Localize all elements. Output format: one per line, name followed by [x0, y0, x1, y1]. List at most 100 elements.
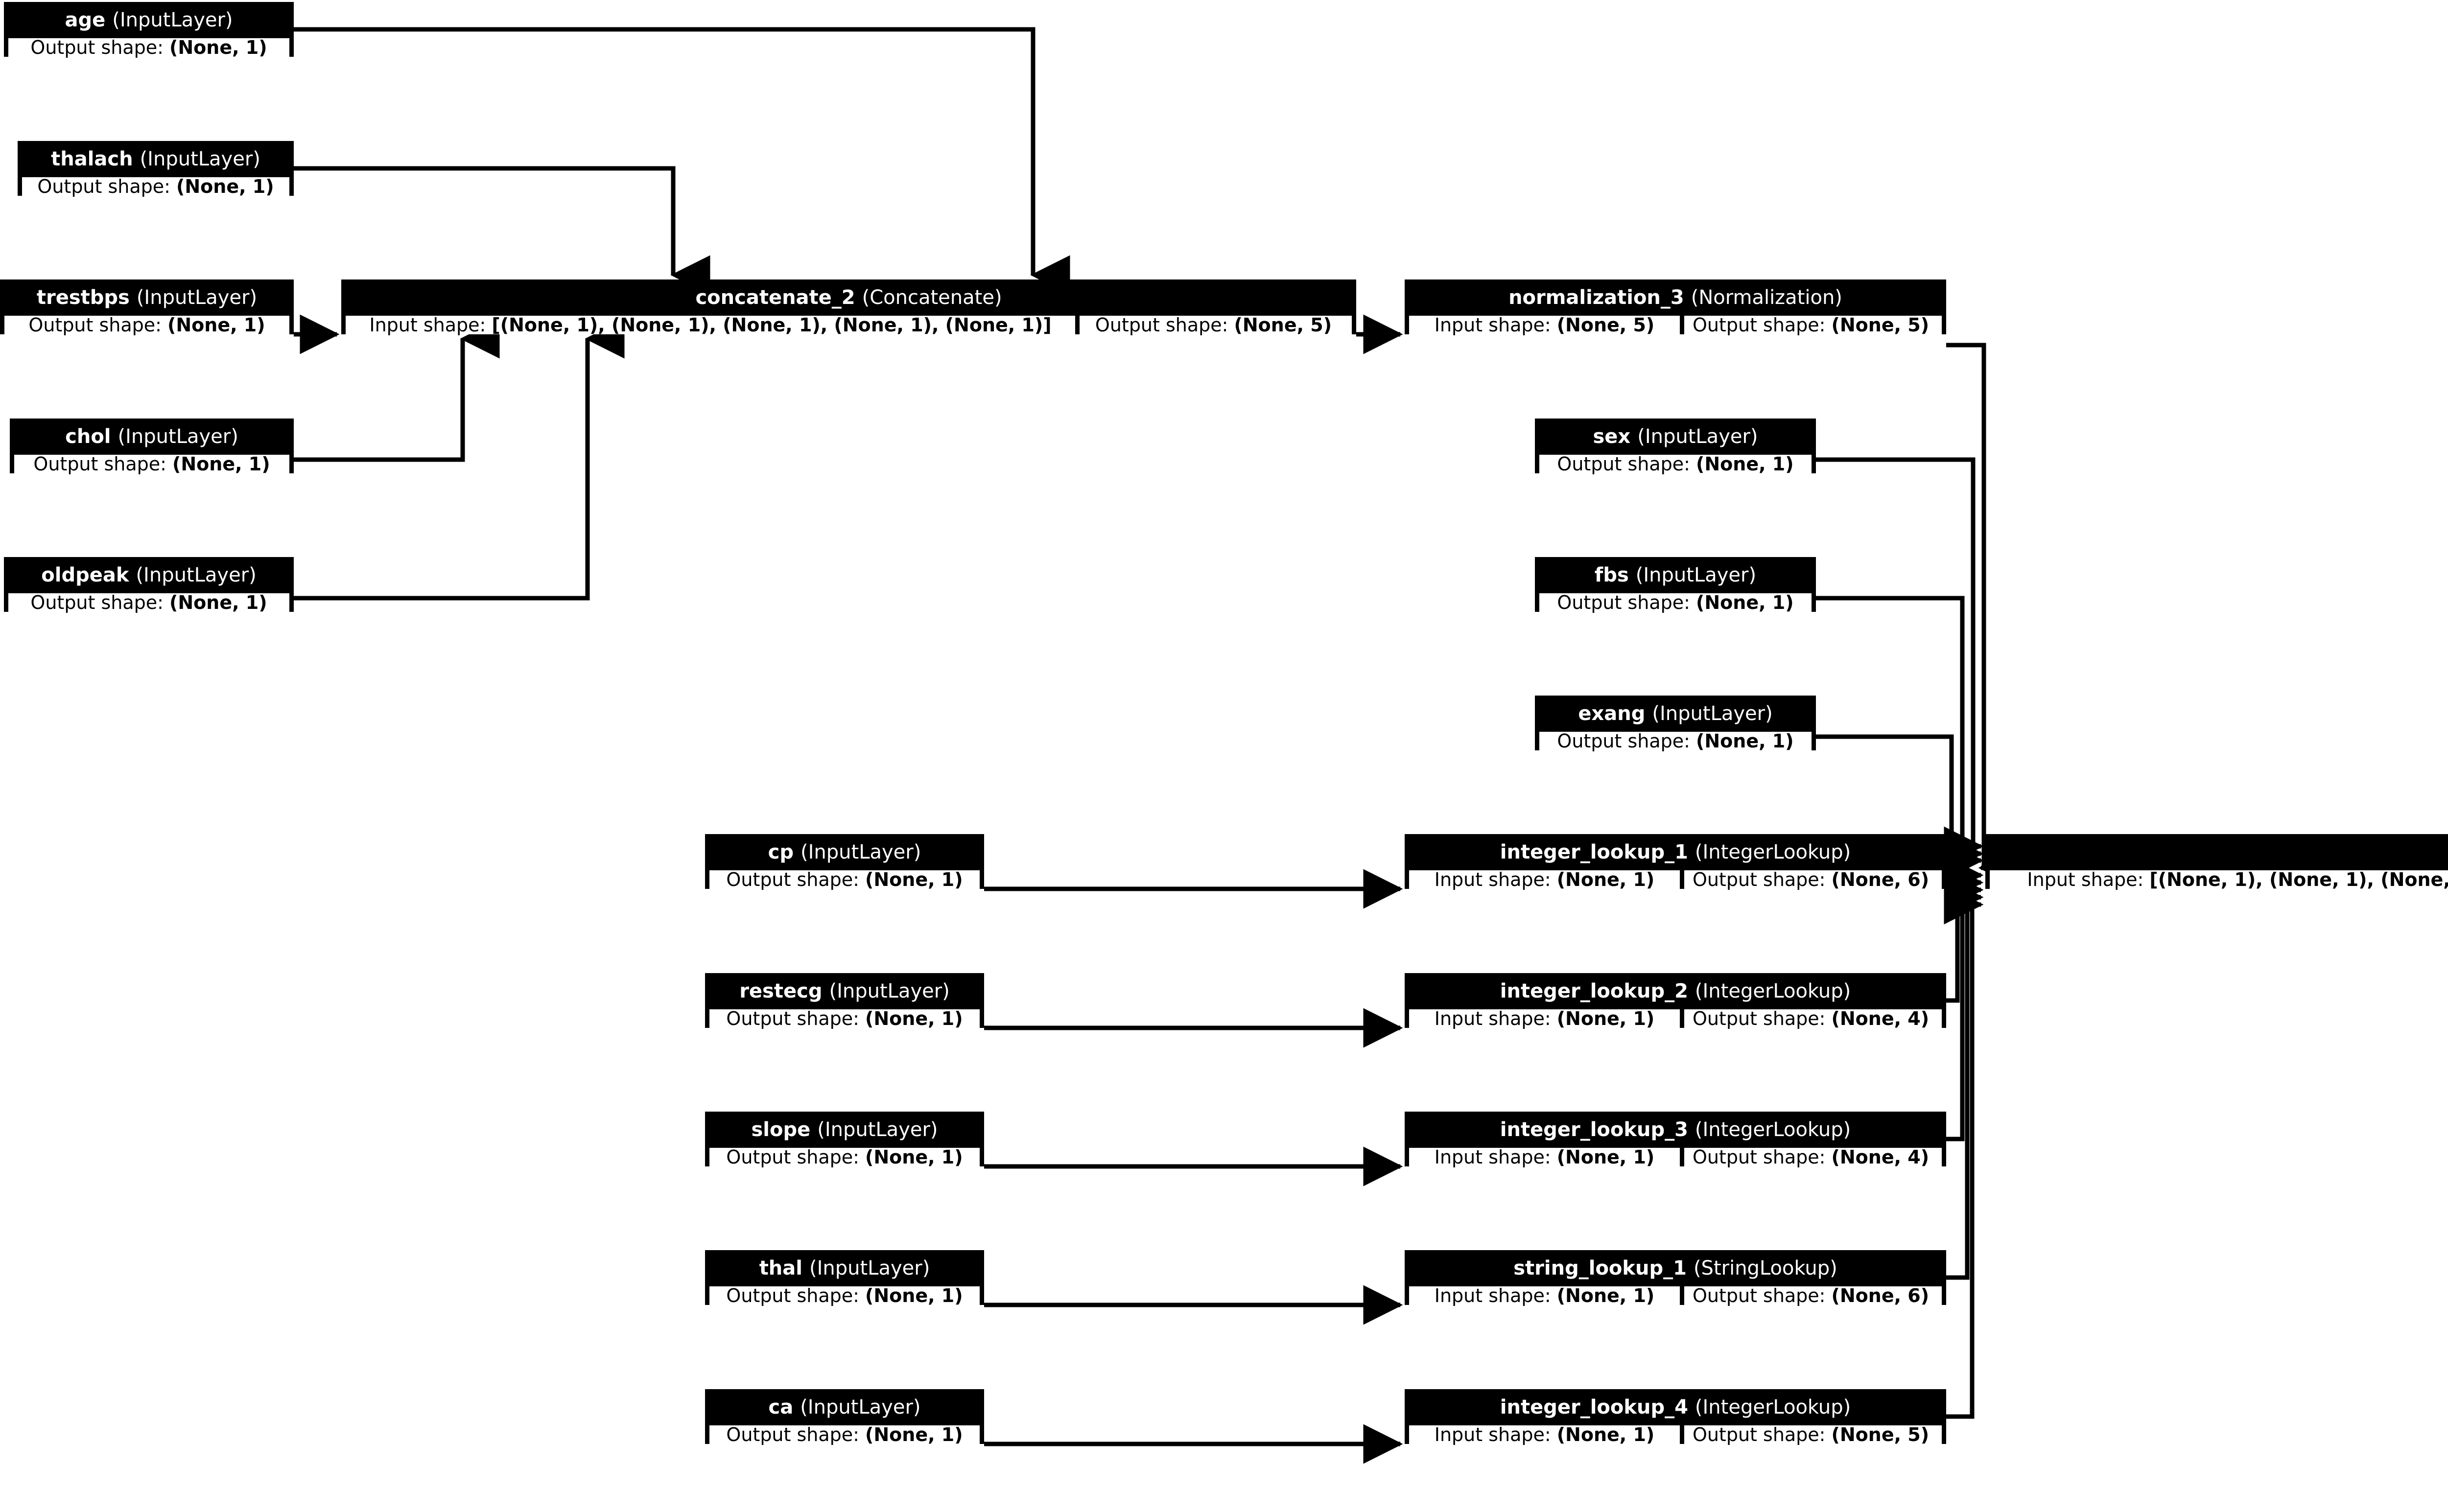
layer-node-ca[interactable]: ca(InputLayer)Output shape:(None, 1): [705, 1389, 984, 1444]
layer-node-restecg[interactable]: restecg(InputLayer)Output shape:(None, 1…: [705, 973, 984, 1028]
layer-shapes-restecg: Output shape:(None, 1): [709, 1005, 980, 1028]
layer-node-oldpeak[interactable]: oldpeak(InputLayer)Output shape:(None, 1…: [4, 557, 294, 612]
edge-age-to-concatenate-2: [294, 27, 1070, 295]
layer-shapes-ca: Output shape:(None, 1): [709, 1421, 980, 1444]
layer-name-integer_lookup_1: integer_lookup_1: [1500, 841, 1688, 863]
layer-name-exang: exang: [1578, 702, 1646, 725]
layer-type-integer_lookup_1: (IntegerLookup): [1695, 841, 1851, 863]
edge-sex-to-concatenate-3: [1816, 457, 1984, 866]
layer-shapes-concatenate_3: Input shape:[(None, 1), (None, 1), (None…: [1990, 866, 2448, 889]
output-shape-cell-integer_lookup_1: Output shape:(None, 6): [1680, 870, 1937, 889]
layer-node-normalization_3[interactable]: normalization_3(Normalization)Input shap…: [1405, 279, 1946, 334]
output-shape-cell-trestbps: Output shape:(None, 1): [4, 316, 289, 334]
output-shape-cell-concatenate_2: Output shape:(None, 5): [1075, 316, 1347, 334]
layer-node-concatenate_2[interactable]: concatenate_2(Concatenate)Input shape:[(…: [341, 279, 1356, 334]
layer-header-string_lookup_1: string_lookup_1(StringLookup): [1409, 1255, 1942, 1282]
layer-name-thal: thal: [759, 1257, 802, 1279]
layer-type-concatenate_2: (Concatenate): [862, 286, 1002, 309]
layer-type-ca: (InputLayer): [800, 1396, 921, 1419]
output-shape-label-integer_lookup_4: Output shape:: [1692, 1424, 1826, 1445]
output-shape-value-chol: (None, 1): [172, 453, 270, 475]
layer-node-thalach[interactable]: thalach(InputLayer)Output shape:(None, 1…: [18, 141, 294, 196]
layer-node-trestbps[interactable]: trestbps(InputLayer)Output shape:(None, …: [0, 279, 294, 334]
layer-header-slope: slope (InputLayer): [709, 1116, 980, 1143]
output-shape-cell-age: Output shape:(None, 1): [8, 38, 289, 57]
layer-header-restecg: restecg(InputLayer): [709, 977, 980, 1005]
layer-name-integer_lookup_2: integer_lookup_2: [1500, 980, 1688, 1002]
layer-header-cp: cp(InputLayer): [709, 838, 980, 866]
layer-node-string_lookup_1[interactable]: string_lookup_1(StringLookup)Input shape…: [1405, 1250, 1946, 1305]
input-shape-cell-integer_lookup_4: Input shape:(None, 1): [1409, 1425, 1680, 1444]
layer-node-integer_lookup_3[interactable]: integer_lookup_3(IntegerLookup)Input sha…: [1405, 1112, 1946, 1166]
output-shape-label-integer_lookup_1: Output shape:: [1692, 869, 1826, 890]
input-shape-cell-normalization_3: Input shape:(None, 5): [1409, 316, 1680, 334]
output-shape-label-chol: Output shape:: [33, 453, 166, 475]
input-shape-cell-concatenate_2: Input shape:[(None, 1), (None, 1), (None…: [346, 316, 1075, 334]
layer-node-concatenate_3[interactable]: concatenate_3(Concatenate)Input shape:[(…: [1985, 834, 2448, 889]
output-shape-cell-ca: Output shape:(None, 1): [709, 1425, 980, 1444]
output-shape-value-ca: (None, 1): [865, 1424, 963, 1445]
input-shape-value-integer_lookup_3: (None, 1): [1556, 1146, 1655, 1168]
layer-shapes-concatenate_2: Input shape:[(None, 1), (None, 1), (None…: [346, 311, 1352, 334]
output-shape-label-thalach: Output shape:: [37, 176, 170, 197]
layer-shapes-age: Output shape:(None, 1): [8, 34, 289, 57]
layer-type-slope: (InputLayer): [817, 1118, 938, 1141]
output-shape-cell-thalach: Output shape:(None, 1): [22, 177, 289, 196]
output-shape-value-thal: (None, 1): [865, 1285, 963, 1306]
layer-node-thal[interactable]: thal (InputLayer) Output shape: (None, 1): [705, 1250, 984, 1305]
output-shape-label-oldpeak: Output shape:: [30, 592, 164, 613]
layer-node-integer_lookup_1[interactable]: integer_lookup_1(IntegerLookup)Input sha…: [1405, 834, 1946, 889]
output-shape-cell-cp: Output shape: (None, 1): [709, 870, 980, 889]
output-shape-label-normalization_3: Output shape:: [1692, 314, 1826, 336]
output-shape-cell-normalization_3: Output shape:(None, 5): [1680, 316, 1937, 334]
layer-name-cp: cp: [768, 841, 794, 863]
input-shape-label-string_lookup_1: Input shape:: [1434, 1285, 1551, 1306]
layer-shapes-integer_lookup_3: Input shape:(None, 1) Output shape:(None,…: [1409, 1143, 1942, 1166]
layer-shapes-integer_lookup_4: Input shape:(None, 1)Output shape:(None,…: [1409, 1421, 1942, 1444]
output-shape-label-concatenate_2: Output shape:: [1095, 314, 1228, 336]
layer-shapes-normalization_3: Input shape:(None, 5)Output shape:(None,…: [1409, 311, 1942, 334]
output-shape-cell-oldpeak: Output shape:(None, 1): [8, 593, 289, 612]
input-shape-value-integer_lookup_1: (None, 1): [1556, 869, 1655, 890]
layer-name-fbs: fbs: [1594, 564, 1629, 586]
layer-type-string_lookup_1: (StringLookup): [1693, 1257, 1837, 1279]
layer-type-thal: (InputLayer): [809, 1257, 930, 1279]
output-shape-label-integer_lookup_2: Output shape:: [1692, 1008, 1826, 1029]
layer-node-slope[interactable]: slope (InputLayer) Output shape:(None, 1): [705, 1112, 984, 1166]
layer-header-integer_lookup_2: integer_lookup_2(IntegerLookup): [1409, 977, 1942, 1005]
layer-node-integer_lookup_2[interactable]: integer_lookup_2(IntegerLookup)Input sha…: [1405, 973, 1946, 1028]
output-shape-value-oldpeak: (None, 1): [169, 592, 267, 613]
layer-name-integer_lookup_3: integer_lookup_3: [1500, 1118, 1688, 1141]
output-shape-label-thal: Output shape:: [726, 1285, 859, 1306]
layer-header-fbs: fbs(InputLayer): [1539, 561, 1812, 589]
layer-node-chol[interactable]: chol(InputLayer)Output shape:(None, 1): [10, 419, 294, 473]
output-shape-value-cp: (None, 1): [865, 869, 963, 890]
layer-node-integer_lookup_4[interactable]: integer_lookup_4(IntegerLookup)Input sha…: [1405, 1389, 1946, 1444]
layer-name-slope: slope: [751, 1118, 811, 1141]
layer-node-sex[interactable]: sex(InputLayer)Output shape:(None, 1): [1535, 419, 1816, 473]
output-shape-value-integer_lookup_3: (None, 4): [1831, 1146, 1930, 1168]
layer-shapes-string_lookup_1: Input shape:(None, 1)Output shape:(None,…: [1409, 1282, 1942, 1305]
layer-shapes-thalach: Output shape:(None, 1): [22, 173, 289, 196]
output-shape-cell-slope: Output shape:(None, 1): [709, 1148, 980, 1166]
output-shape-value-slope: (None, 1): [865, 1146, 963, 1168]
layer-node-fbs[interactable]: fbs(InputLayer)Output shape:(None, 1): [1535, 557, 1816, 612]
output-shape-cell-integer_lookup_4: Output shape:(None, 5): [1680, 1425, 1937, 1444]
layer-type-sex: (InputLayer): [1637, 425, 1758, 448]
edge-integer-lookup-3-to-concatenate-3: [1944, 870, 1984, 1141]
input-shape-label-concatenate_3: Input shape:: [2027, 869, 2144, 890]
layer-node-age[interactable]: age(InputLayer)Output shape:(None, 1): [4, 2, 294, 57]
output-shape-label-restecg: Output shape:: [726, 1008, 859, 1029]
layer-shapes-trestbps: Output shape:(None, 1): [4, 311, 289, 334]
edge-integer-lookup-1-to-concatenate-3: [1944, 855, 1984, 895]
layer-shapes-cp: Output shape: (None, 1): [709, 866, 980, 889]
output-shape-label-integer_lookup_3: Output shape:: [1692, 1146, 1826, 1168]
layer-node-exang[interactable]: exang(InputLayer)Output shape:(None, 1): [1535, 696, 1816, 750]
layer-node-cp[interactable]: cp(InputLayer) Output shape: (None, 1): [705, 834, 984, 889]
output-shape-label-string_lookup_1: Output shape:: [1692, 1285, 1826, 1306]
output-shape-value-integer_lookup_1: (None, 6): [1831, 869, 1930, 890]
output-shape-cell-string_lookup_1: Output shape:(None, 6): [1680, 1286, 1937, 1305]
input-shape-label-integer_lookup_3: Input shape:: [1434, 1146, 1551, 1168]
output-shape-label-cp: Output shape:: [726, 869, 859, 890]
layer-header-exang: exang(InputLayer): [1539, 700, 1812, 727]
